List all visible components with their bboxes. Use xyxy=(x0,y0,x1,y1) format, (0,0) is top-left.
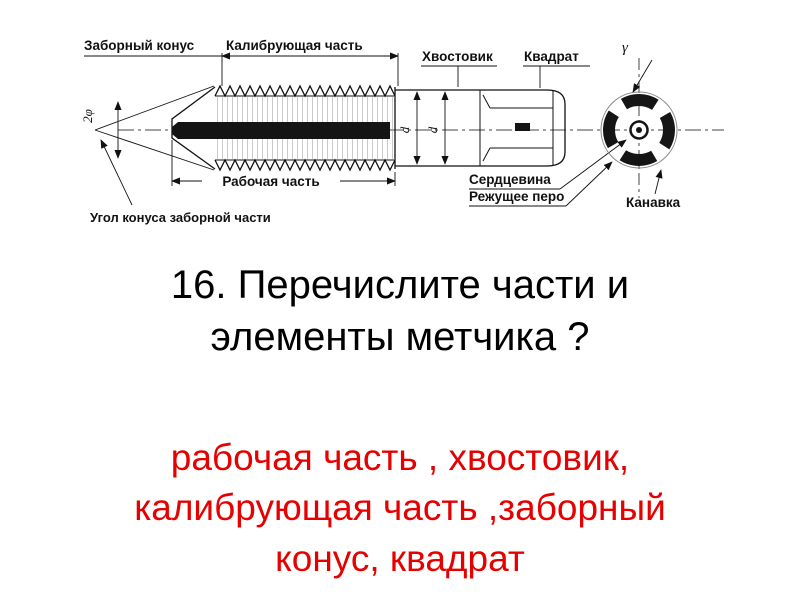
label-cone-angle-2phi: 2φ xyxy=(80,109,95,123)
tap-body xyxy=(171,84,396,172)
label-diameter-d: d xyxy=(397,126,412,133)
label-diameter-d1: d xyxy=(425,126,440,133)
tap-diagram: Заборный конус Калибрующая часть Хвостов… xyxy=(0,0,800,245)
thread-root-lines xyxy=(215,95,394,161)
answer-text: рабочая часть , хвостовик, калибрующая ч… xyxy=(0,433,800,584)
shank-outline xyxy=(395,89,566,167)
label-square: Квадрат xyxy=(524,49,579,64)
label-taper-cone: Заборный конус xyxy=(84,38,195,53)
diagram-labels: Заборный конус Калибрующая часть Хвостов… xyxy=(80,38,681,225)
label-cutting-blade: Режущее перо xyxy=(469,189,564,204)
label-core: Сердцевина xyxy=(469,172,551,187)
gamma-angle-line xyxy=(632,59,653,93)
tap-diagram-svg: Заборный конус Калибрующая часть Хвостов… xyxy=(80,38,724,225)
question-line-2: элементы метчика ? xyxy=(210,315,590,359)
answer-line-2: калибрующая часть ,заборный xyxy=(134,487,666,529)
thread-top-zigzag xyxy=(214,84,396,98)
label-working-part: Рабочая часть xyxy=(222,174,319,189)
cutting-lands xyxy=(603,94,675,166)
label-gamma-angle: γ xyxy=(622,40,629,56)
core-band xyxy=(172,122,390,139)
question-text: 16. Перечислите части и элементы метчика… xyxy=(0,259,800,363)
square-center-mark xyxy=(515,123,530,131)
square-flats xyxy=(482,94,553,162)
dimension-lines xyxy=(84,52,663,207)
label-taper-angle: Угол конуса заборной части xyxy=(90,210,271,225)
label-flute: Канавка xyxy=(626,195,681,210)
answer-line-3: конус, квадрат xyxy=(275,537,525,579)
shank-and-square xyxy=(395,89,566,167)
label-calibrating-part: Калибрующая часть xyxy=(226,38,363,53)
question-line-1: 16. Перечислите части и xyxy=(170,263,630,307)
label-shank: Хвостовик xyxy=(422,49,493,64)
core-dot xyxy=(636,127,642,133)
answer-line-1: рабочая часть , хвостовик, xyxy=(170,437,630,478)
thread-bottom-zigzag xyxy=(214,158,396,172)
cross-section-view xyxy=(600,58,678,198)
